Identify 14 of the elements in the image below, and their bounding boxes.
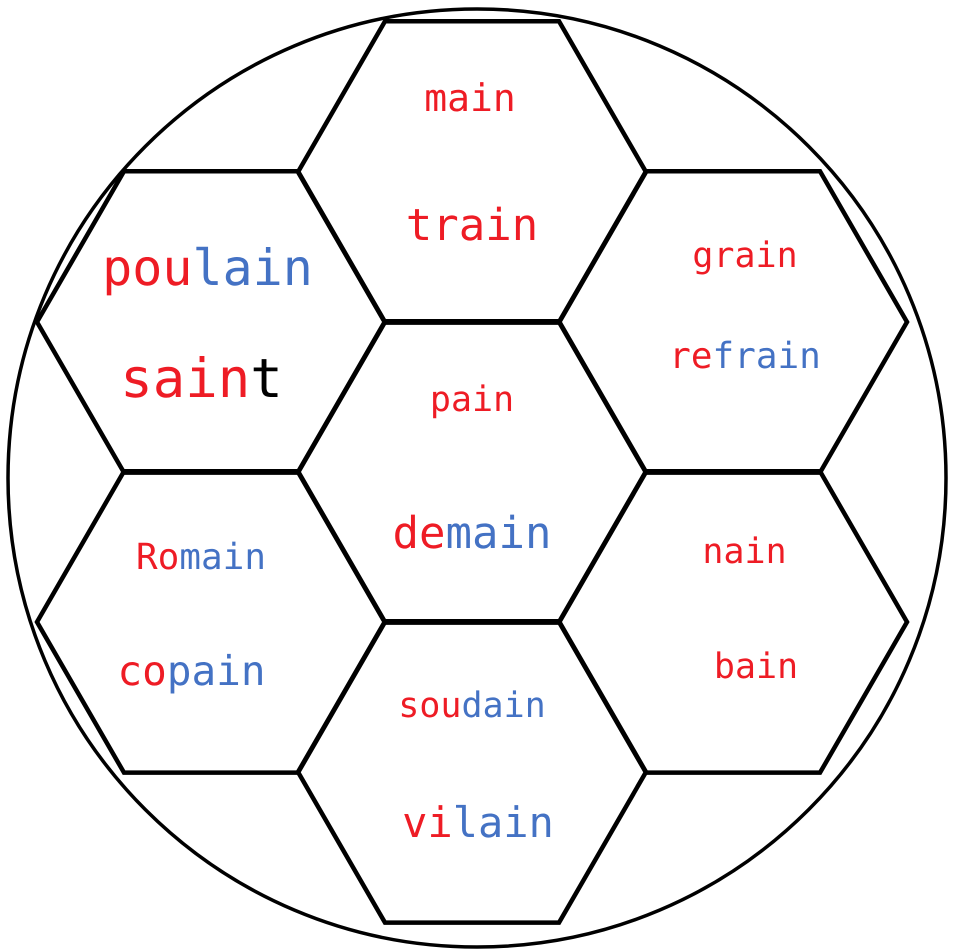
word: copain: [121, 654, 262, 694]
word: vilain: [404, 804, 550, 838]
word: grain: [694, 240, 795, 275]
word: main: [426, 82, 512, 112]
word: train: [408, 206, 534, 241]
word: pain: [433, 384, 512, 418]
word: Romain: [138, 542, 263, 570]
word: bain: [717, 651, 796, 678]
word: soudain: [402, 690, 543, 718]
word: refrain: [676, 340, 818, 368]
word: saint: [126, 356, 278, 398]
word: demain: [395, 514, 548, 549]
word: poulain: [106, 246, 308, 296]
word: nain: [706, 536, 784, 564]
